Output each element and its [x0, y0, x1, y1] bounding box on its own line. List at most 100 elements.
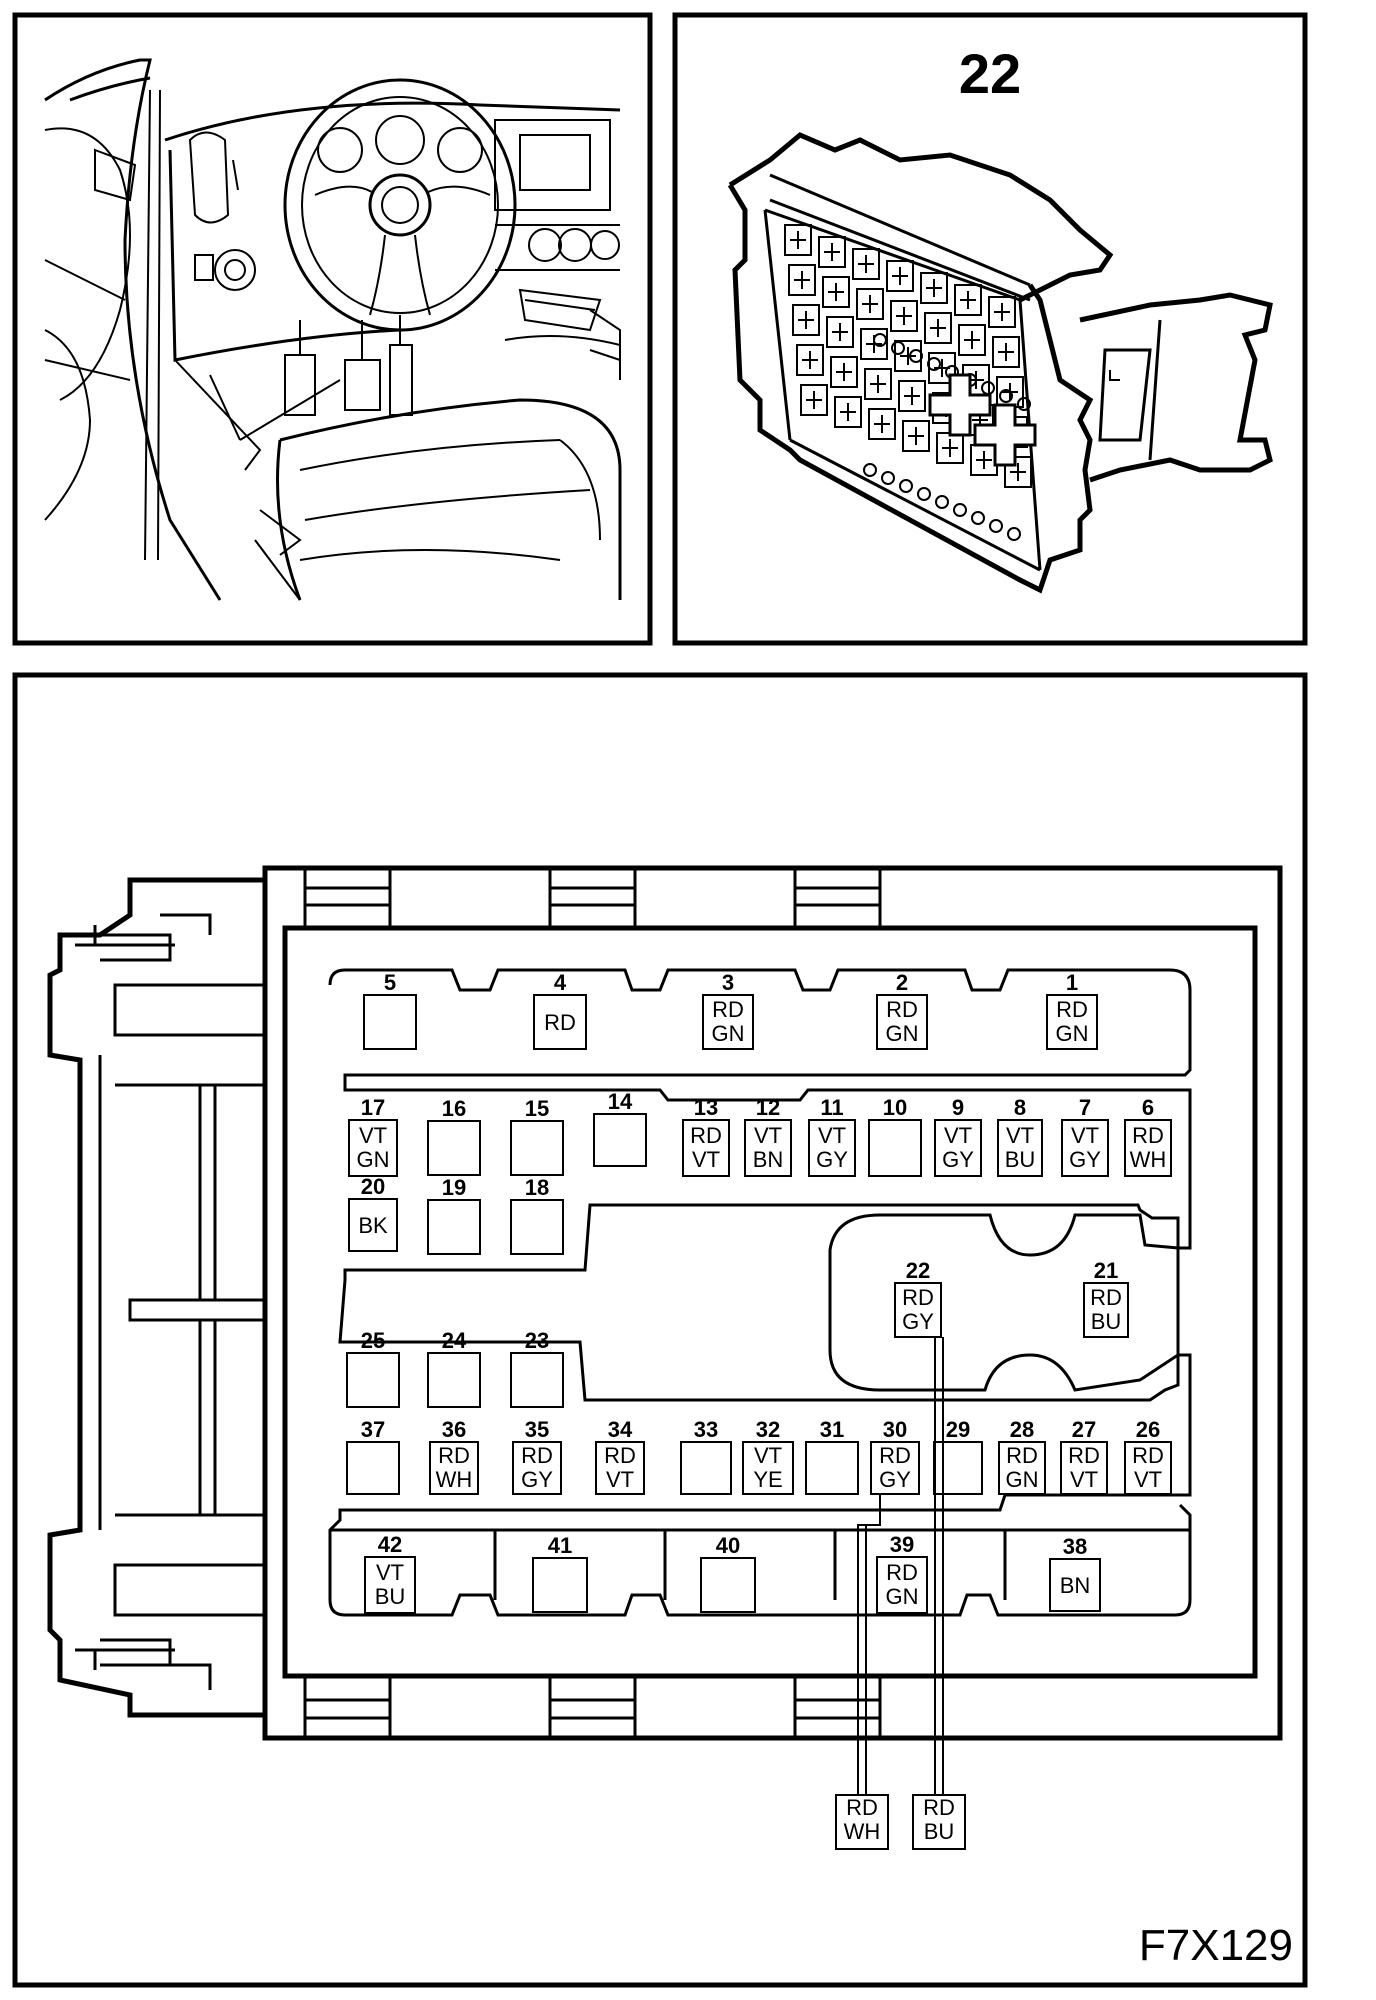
terminal-cross: [998, 343, 1014, 361]
wire-color-label: BU: [924, 1819, 955, 1844]
pin-number: 23: [525, 1328, 549, 1353]
terminal-cross: [790, 231, 806, 249]
terminal-cavity: [864, 368, 892, 400]
pin-number: 7: [1079, 1095, 1091, 1120]
terminal-cross: [994, 303, 1010, 321]
terminal-cross: [908, 427, 924, 445]
terminal-cross: [1010, 463, 1026, 481]
terminal-cross: [862, 295, 878, 313]
pin-number: 33: [694, 1417, 718, 1442]
wire-color-label: VT: [818, 1123, 846, 1148]
pin-37: 37: [346, 1417, 400, 1495]
wire-color-label: WH: [436, 1467, 473, 1492]
pin-16: 16: [427, 1096, 481, 1176]
terminal-cavity: [924, 312, 952, 344]
terminal-cross: [874, 415, 890, 433]
terminal-cavity: [822, 276, 850, 308]
terminal-cross: [896, 307, 912, 325]
terminal-cavity: [902, 420, 930, 452]
wire-color-label: VT: [944, 1123, 972, 1148]
wire-color-label: GN: [1056, 1021, 1089, 1046]
pin-number: 39: [890, 1532, 914, 1557]
pin-cavity: [512, 1441, 562, 1495]
terminal-cross: [798, 311, 814, 329]
terminal-cavity: [988, 296, 1016, 328]
pin-cavity: [1061, 1119, 1109, 1177]
pin-cavity: [1083, 1282, 1129, 1338]
terminal-cavity: [992, 336, 1020, 368]
pin-cavity: [876, 994, 928, 1050]
wire-color-label: GN: [886, 1021, 919, 1046]
pin-cavity: [805, 1441, 859, 1495]
large-terminal: [973, 403, 1037, 467]
pin-18: 18: [510, 1175, 564, 1255]
wire-color-label: RD: [886, 997, 918, 1022]
wire-color-label: GY: [942, 1147, 974, 1172]
wire-color-label: RD: [438, 1443, 470, 1468]
pin-10: 10: [868, 1095, 922, 1177]
wire-color-label: GN: [712, 1021, 745, 1046]
terminal-pin: [863, 463, 877, 477]
pin-number: 5: [384, 970, 396, 995]
wire-color-label: VT: [1070, 1467, 1098, 1492]
wire-color-label: RD: [1090, 1285, 1122, 1310]
pin-number: 26: [1136, 1417, 1160, 1442]
terminal-cavity: [792, 304, 820, 336]
pin-cavity: [595, 1441, 645, 1495]
pin-cavity: [876, 1556, 928, 1614]
pin-number: 13: [694, 1095, 718, 1120]
wire-color-label: RD: [604, 1443, 636, 1468]
terminal-cavity: [868, 408, 896, 440]
terminal-cross: [942, 439, 958, 457]
terminal-cavity: [796, 344, 824, 376]
wire-color-label: YE: [753, 1467, 782, 1492]
wire-color-label: RD: [1132, 1443, 1164, 1468]
wire-color-label: GY: [521, 1467, 553, 1492]
wire-color-label: VT: [754, 1123, 782, 1148]
wire-color-label: RD: [902, 1285, 934, 1310]
lead-wire: [934, 1337, 944, 1795]
terminal-cavity: [1004, 456, 1032, 488]
pin-number: 28: [1010, 1417, 1034, 1442]
terminal-cavity: [954, 284, 982, 316]
pin-cavity: [998, 1441, 1046, 1495]
pin-number: 10: [883, 1095, 907, 1120]
terminal-cavity: [920, 272, 948, 304]
pin-cavity: [593, 1113, 647, 1167]
terminal-pin: [1007, 527, 1021, 541]
wire-color-label: RD: [690, 1123, 722, 1148]
wire-color-label: RD: [1006, 1443, 1038, 1468]
terminal-cross: [976, 451, 992, 469]
pin-cavity: [682, 1119, 730, 1177]
terminal-cavity: [784, 224, 812, 256]
wire-color-label: VT: [1006, 1123, 1034, 1148]
terminal-pin: [891, 341, 905, 355]
pin-number: 9: [952, 1095, 964, 1120]
pin-cavity: [348, 1198, 398, 1252]
pin-number: 37: [361, 1417, 385, 1442]
pin-number: 34: [608, 1417, 633, 1442]
pin-4: 4RD: [533, 970, 587, 1050]
terminal-cavity: [834, 396, 862, 428]
terminal-cross: [960, 291, 976, 309]
pin-cavity: [532, 1557, 588, 1613]
pin-number: 16: [442, 1096, 466, 1121]
pin-24: 24: [427, 1328, 481, 1408]
pin-cavity: [533, 994, 587, 1050]
pin-cavity: [1049, 1558, 1101, 1612]
wire-color-label: WH: [1130, 1147, 1167, 1172]
pin-33: 33: [680, 1417, 732, 1495]
